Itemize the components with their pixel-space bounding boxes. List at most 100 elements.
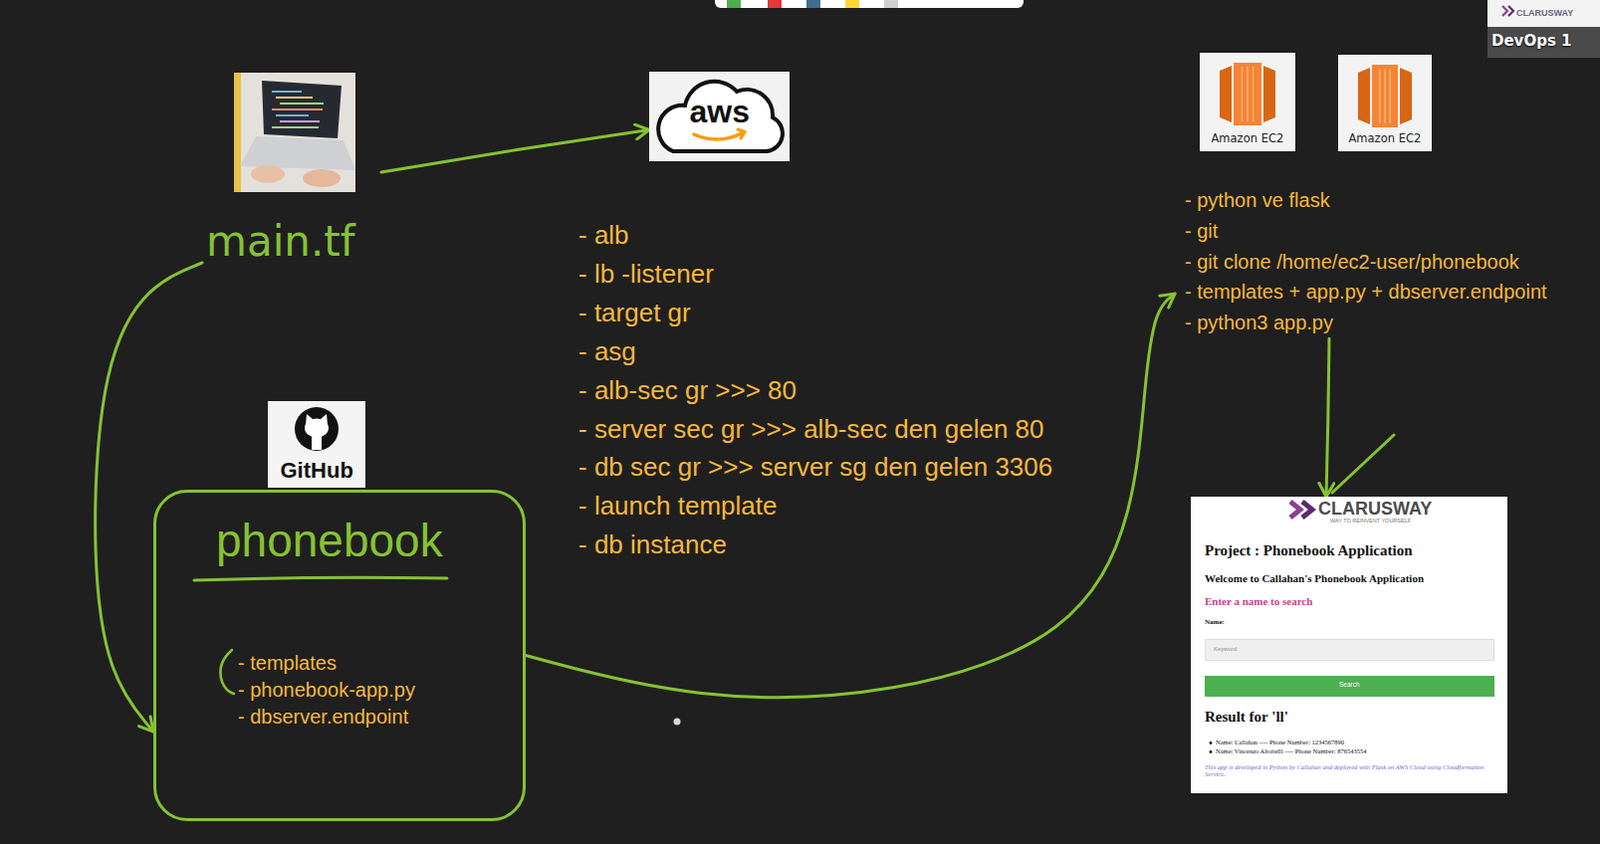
file-name: main.tf	[206, 218, 356, 266]
setup-steps: - python ve flask- git- git clone /home/…	[1174, 189, 1558, 339]
ec2-core	[1233, 62, 1262, 126]
step-item: - dbserver.endpoint	[237, 705, 409, 729]
logo-text: aws	[689, 95, 750, 128]
step-item: - templates + app.py + dbserver.endpoint	[1184, 280, 1548, 304]
check-mark	[1332, 435, 1394, 493]
search-input: Keyword	[1204, 639, 1495, 662]
ec2-icon: Amazon EC2	[1199, 52, 1296, 152]
laptop-base	[239, 136, 356, 171]
ec2-stripe	[1383, 68, 1386, 124]
octocat-body	[311, 435, 322, 451]
laptop-photo	[233, 72, 356, 193]
underline	[194, 577, 448, 581]
result-heading: Result for 'll'	[1204, 708, 1289, 726]
pen-yellow	[845, 0, 860, 8]
connector-arrow	[1326, 338, 1330, 497]
participant-name: DevOps 1	[1491, 32, 1572, 50]
logo-chevron	[1290, 501, 1301, 518]
logo-chevron	[1508, 5, 1514, 16]
video-tile-logo-area	[1487, 0, 1600, 27]
step-item: - phonebook-app.py	[237, 679, 416, 702]
infra-item: - db sec gr >>> server sg den gelen 3306	[578, 453, 1053, 483]
octocat-circle	[294, 407, 339, 452]
bullet	[1209, 741, 1213, 745]
logo-chevron	[1302, 501, 1313, 518]
ec2-icon: Amazon EC2	[1338, 54, 1432, 152]
repo-box: phonebook - templates - phonebook-app.py - …	[153, 489, 526, 822]
infra-item: - launch template	[578, 491, 777, 522]
connector-arrow	[525, 293, 1175, 697]
logo-text: GitHub	[280, 457, 354, 483]
step-item: - templates	[237, 652, 337, 676]
toolbar	[714, 0, 1024, 8]
connector-arrow	[381, 130, 650, 174]
brand-name: CLARUSWAY	[1516, 7, 1574, 18]
ec2-panel	[1263, 65, 1276, 123]
bracket	[220, 650, 234, 694]
bullet	[1209, 750, 1213, 754]
pen-green	[726, 0, 741, 8]
infra-item: - server sec gr >>> alb-sec den gelen 80	[578, 415, 1045, 446]
input-placeholder: Keyword	[1213, 646, 1237, 654]
step-item: - python ve flask	[1184, 189, 1331, 213]
result-item: Name: Callahan ---- Phone Number: 123456…	[1215, 738, 1345, 746]
button-text: Search	[1339, 681, 1361, 688]
ec2-stripe	[1241, 66, 1244, 122]
search-prompt: Enter a name to search	[1204, 595, 1313, 609]
infra-item: - lb -listener	[578, 259, 714, 290]
hand	[250, 165, 285, 184]
ec2-core	[1371, 64, 1398, 128]
page-heading: Project : Phonebook Application	[1204, 542, 1412, 560]
code-line	[271, 126, 319, 129]
logo-smile-tip	[737, 129, 745, 139]
photo-background	[233, 72, 356, 193]
brand-slogan: WAY TO REINVENT YOURSELF	[1330, 517, 1411, 524]
pen-grey	[884, 0, 899, 8]
repo-name: phonebook	[216, 514, 444, 568]
connector-arrow	[95, 262, 203, 732]
octocat-head	[304, 419, 329, 439]
pen-red	[767, 0, 782, 8]
infra-item: - target gr	[578, 298, 691, 329]
ec2-panel	[1399, 67, 1412, 125]
cloud-outline	[658, 81, 783, 152]
brand-name: CLARUSWAY	[1318, 498, 1432, 520]
search-button: Search	[1204, 676, 1495, 697]
aws-logo: aws	[649, 71, 790, 162]
ec2-stripe	[1378, 68, 1381, 124]
infra-item: - db instance	[578, 530, 727, 561]
logo-chevron	[1502, 5, 1508, 16]
footer-note: This app is developed in Python by Calla…	[1204, 763, 1494, 779]
video-tile	[1487, 0, 1600, 58]
infra-item: - alb-sec gr >>> 80	[578, 376, 797, 407]
step-item: - python3 app.py	[1184, 311, 1334, 335]
code-line	[271, 108, 323, 111]
photo-edge	[233, 72, 241, 193]
field-label: Name:	[1204, 618, 1225, 627]
code-line	[279, 102, 324, 105]
icon-caption: Amazon EC2	[1211, 132, 1285, 146]
code-line	[271, 90, 302, 93]
app-screenshot: CLARUSWAYWAY TO REINVENT YOURSELF Project…	[1190, 496, 1508, 794]
ec2-stripe	[1252, 66, 1255, 122]
marker-dot	[674, 718, 682, 726]
node-illustration	[1205, 640, 1496, 663]
infra-item: - alb	[578, 221, 630, 251]
code-line	[279, 120, 320, 123]
code-line	[275, 96, 313, 99]
step-item: - git clone /home/ec2-user/phonebook	[1184, 250, 1520, 274]
ec2-stripe	[1246, 66, 1249, 122]
ec2-panel	[1219, 65, 1232, 123]
result-item: Name: Vincenzo Altobelli ---- Phone Numb…	[1215, 747, 1368, 755]
hand	[302, 169, 341, 188]
laptop-screen	[261, 80, 342, 139]
logo-smile	[693, 132, 744, 140]
pen-blue	[806, 0, 821, 8]
ec2-stripe	[1388, 68, 1391, 124]
welcome-text: Welcome to Callahan's Phonebook Applicat…	[1204, 572, 1424, 586]
infra-item: - asg	[578, 337, 637, 368]
ec2-panel	[1358, 67, 1371, 125]
laptop-icon: main.tf	[202, 72, 382, 272]
github-logo: GitHub	[267, 401, 366, 488]
